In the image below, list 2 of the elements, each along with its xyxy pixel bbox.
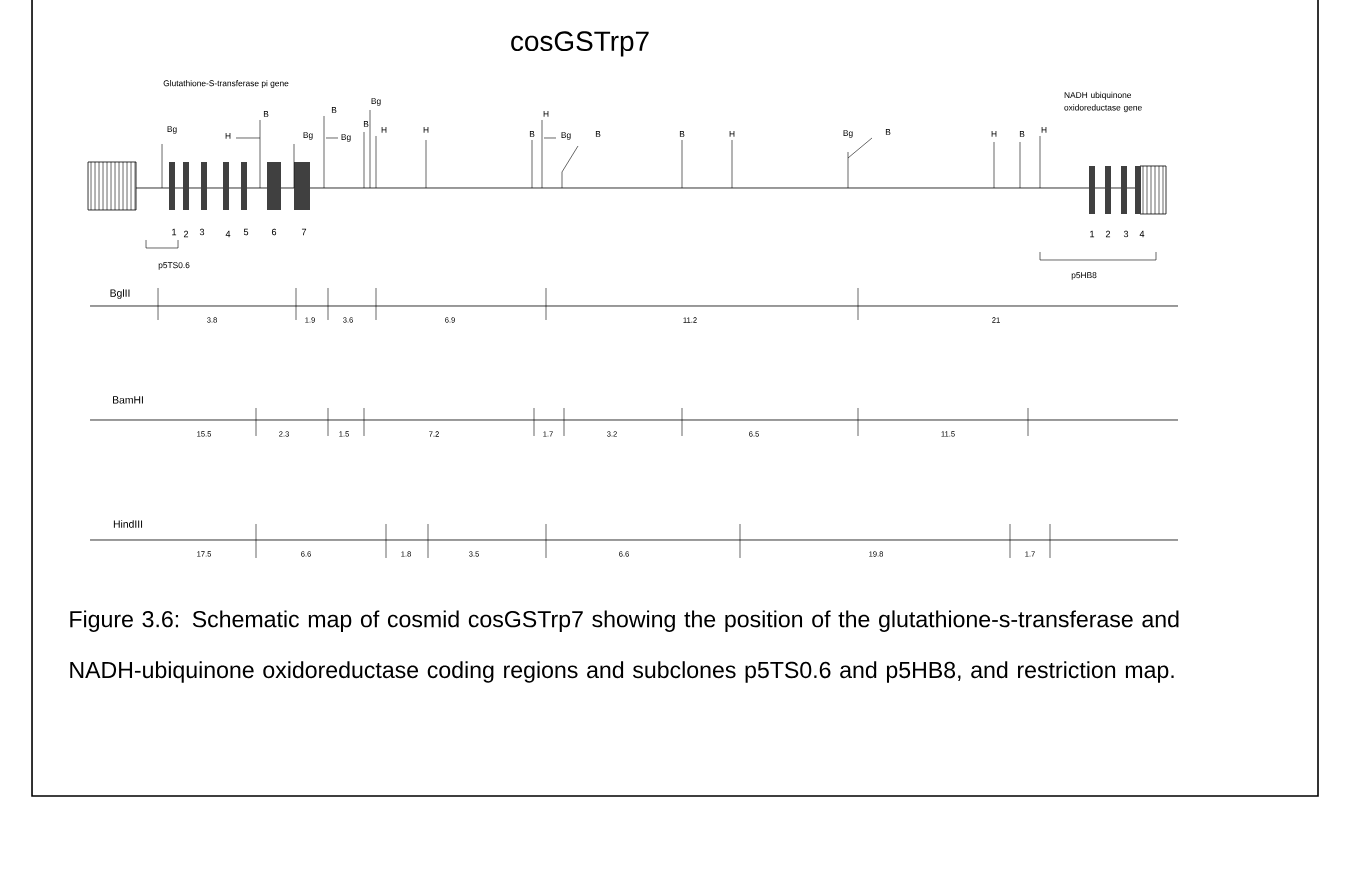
caption: Figure 3.6: Schematic map of cosmid cosGSTrp7 showing the position of the glutathione-s-transferase and NADH-ubiquinone oxidoreductase coding regions and subclones p5TS0.6 and p5HB8, and restriction map. <box>70 610 1179 683</box>
title: cosGSTrp7 <box>511 31 649 57</box>
